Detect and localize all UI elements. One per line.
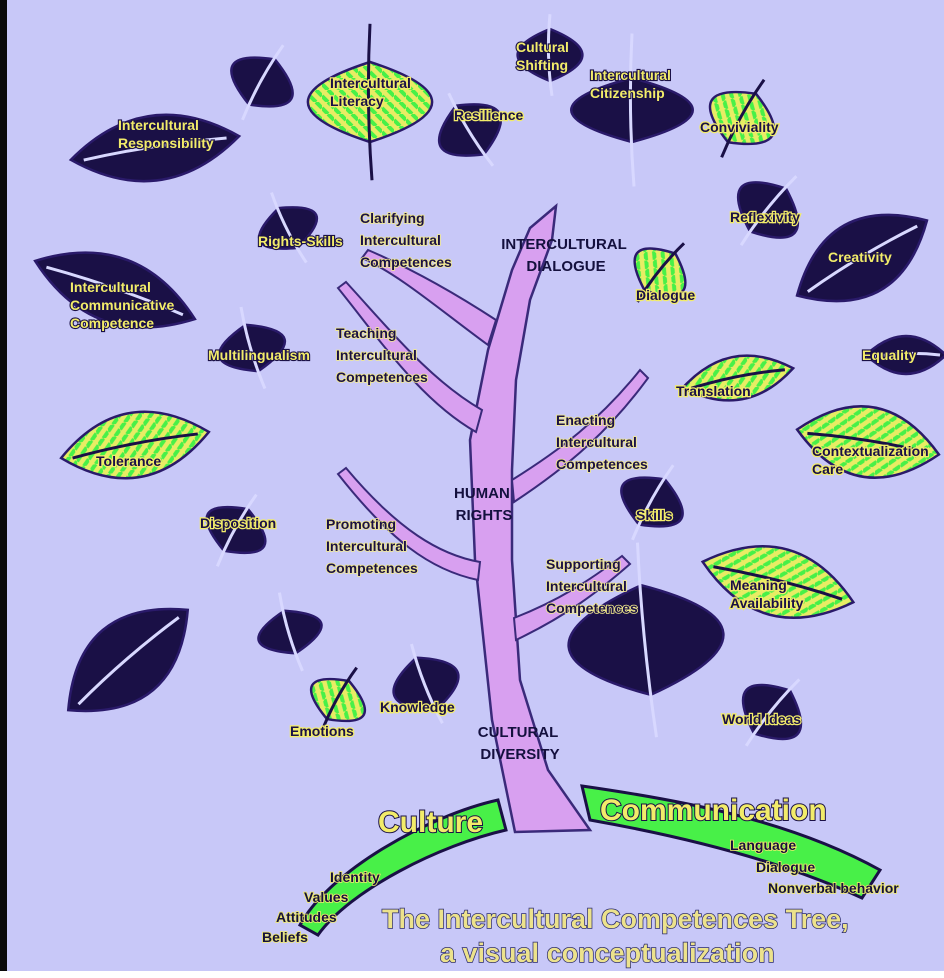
communication-item-dialogue: Dialogue xyxy=(756,859,815,875)
leaf-label: Dialogue xyxy=(636,287,695,303)
caption-line-1: The Intercultural Competences Tree, xyxy=(382,904,849,934)
leaf-reflexivity: Reflexivity xyxy=(723,166,813,254)
leaf-label: Emotions xyxy=(290,723,354,739)
leaf-equality: Equality xyxy=(862,336,944,374)
bottom-border xyxy=(0,971,944,978)
leaf-leaf-21 xyxy=(43,580,213,740)
branch-label-supporting: Supporting Intercultural Competences xyxy=(546,556,638,616)
leaf-multilingualism: Multilingualism xyxy=(208,306,310,389)
leaf-rights-skills: Rights-Skills xyxy=(251,192,343,264)
leaf-conviviality: Conviviality xyxy=(698,76,787,160)
leaf-emotions: Emotions xyxy=(290,666,375,739)
branch-label-clarifying: Clarifying Intercultural Competences xyxy=(360,210,452,270)
leaf-disposition: Disposition xyxy=(196,493,276,567)
root-label-culture: Culture xyxy=(378,806,483,839)
leaf-label: Equality xyxy=(862,347,917,363)
leaf-label: Conviviality xyxy=(700,119,779,135)
leaf-label: Tolerance xyxy=(96,453,161,469)
leaf-tolerance: Tolerance xyxy=(56,400,215,490)
culture-item-identity: Identity xyxy=(330,869,380,885)
culture-item-values: Values xyxy=(304,889,349,905)
leaf-label: Resilience xyxy=(454,107,523,123)
root-label-communication: Communication xyxy=(600,794,827,827)
leaf-world-ideas: World Ideas xyxy=(722,669,816,755)
leaf-leaf-2 xyxy=(220,43,304,122)
leaf-intercultural-communicative-competence: InterculturalCommunicativeCompetence xyxy=(24,230,206,349)
leaf-meaning-availability: MeaningAvailability xyxy=(694,529,862,635)
leaf-label: Reflexivity xyxy=(730,209,800,225)
leaf-knowledge: Knowledge xyxy=(380,643,467,724)
communication-item-language: Language xyxy=(730,837,796,853)
leaf-label: Translation xyxy=(676,383,751,399)
culture-item-attitudes: Attitudes xyxy=(276,909,337,925)
leaf-label: Multilingualism xyxy=(208,347,310,363)
leaf-skills: Skills xyxy=(610,463,694,542)
leaf-leaf-22 xyxy=(253,592,327,672)
leaf-label: World Ideas xyxy=(722,711,801,727)
leaf-resilience: Resilience xyxy=(427,89,524,171)
leaf-translation: Translation xyxy=(676,347,797,409)
left-border xyxy=(0,0,7,978)
leaf-label: Creativity xyxy=(828,249,892,265)
leaf-label: Disposition xyxy=(200,515,276,531)
leaf-label: Skills xyxy=(636,507,673,523)
communication-item-nonverbal: Nonverbal behavior xyxy=(768,880,899,896)
leaf-label: Knowledge xyxy=(380,699,455,715)
branch-label-teaching: Teaching Intercultural Competences xyxy=(336,325,428,385)
branch-label-enacting: Enacting Intercultural Competences xyxy=(556,412,648,472)
leaf-creativity: Creativity xyxy=(778,188,944,327)
leaf-label: Rights-Skills xyxy=(258,233,343,249)
leaf-intercultural-literacy: InterculturalLiteracy xyxy=(308,24,432,180)
leaf-dialogue: Dialogue xyxy=(622,235,698,310)
leaf-intercultural-citizenship: InterculturalCitizenship xyxy=(571,34,693,187)
culture-item-beliefs: Beliefs xyxy=(262,929,308,945)
caption: The Intercultural Competences Tree, a vi… xyxy=(382,904,849,968)
caption-line-2: a visual conceptualization xyxy=(440,938,775,968)
